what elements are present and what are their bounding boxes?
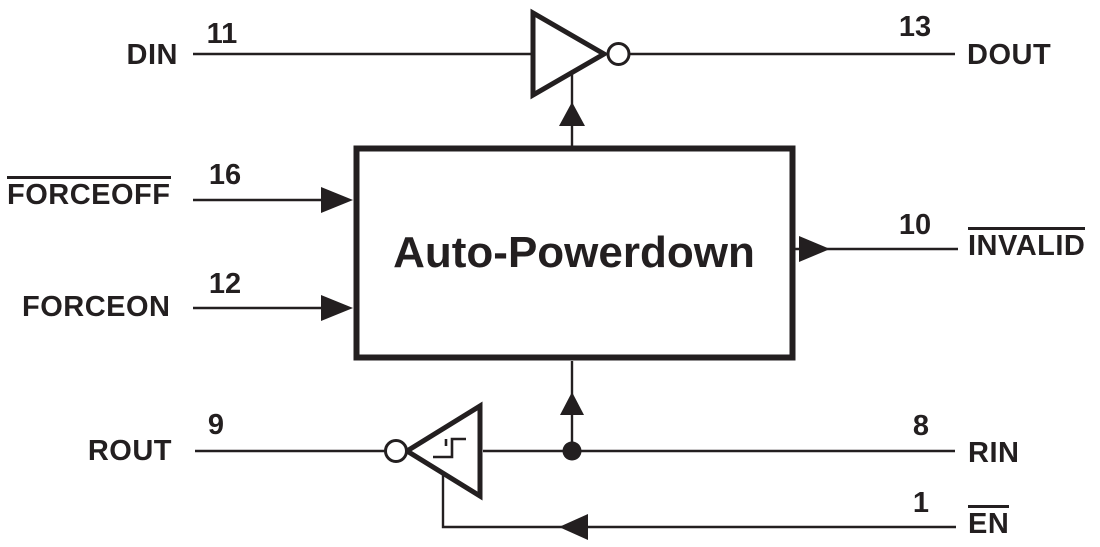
auto-powerdown-block-outline <box>353 145 796 361</box>
rin-up-arrowhead-icon <box>560 392 584 415</box>
rin-junction-dot <box>562 441 582 461</box>
din-pin-number: 11 <box>206 18 238 50</box>
en-label: EN <box>968 505 1010 539</box>
forceoff-overline-text: FORCEOFF <box>7 176 171 210</box>
invalid-label: INVALID <box>968 227 1086 261</box>
forceoff-pin-number: 16 <box>208 159 242 191</box>
receiver-schmitt-inverter-symbol <box>402 401 483 501</box>
forceon-pin-number: 12 <box>208 268 242 300</box>
forceoff-arrowhead-icon <box>321 187 353 213</box>
dout-pin-number: 13 <box>898 11 932 43</box>
hysteresis-icon <box>433 437 466 459</box>
forceoff-label: FORCEOFF <box>7 176 171 210</box>
forceon-arrowhead-icon <box>321 295 353 321</box>
rout-pin-number: 9 <box>207 409 225 441</box>
driver-up-arrowhead-icon <box>559 102 585 126</box>
en-overline-text: EN <box>968 505 1010 539</box>
invalid-pin-number: 10 <box>898 209 932 241</box>
receiver-inversion-bubble-icon <box>384 439 408 463</box>
invalid-overline-text: INVALID <box>968 227 1086 261</box>
rout-label: ROUT <box>87 435 172 467</box>
din-label: DIN <box>126 39 178 71</box>
driver-inversion-bubble-icon <box>606 42 631 66</box>
forceon-label: FORCEON <box>22 291 171 323</box>
invalid-arrowhead-icon <box>799 236 830 262</box>
en-left-arrowhead-icon <box>559 514 588 540</box>
dout-label: DOUT <box>967 39 1052 71</box>
auto-powerdown-block-title: Auto-Powerdown <box>393 228 755 277</box>
rin-pin-number: 8 <box>912 410 930 442</box>
rin-label: RIN <box>968 437 1020 469</box>
driver-inverter-symbol <box>530 8 609 100</box>
en-pin-number: 1 <box>912 487 930 519</box>
en-wire <box>441 468 956 529</box>
